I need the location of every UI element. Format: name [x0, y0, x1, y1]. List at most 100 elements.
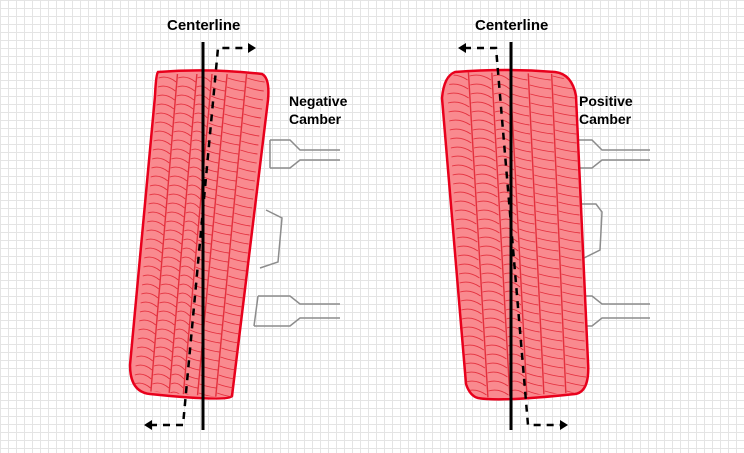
tread-sipe: [144, 247, 163, 254]
tread-sipe: [486, 362, 508, 369]
tread-sipe: [522, 291, 538, 297]
tread-sipe: [193, 293, 206, 299]
tread-sipe: [162, 256, 181, 263]
tread-groove: [168, 73, 198, 398]
tread-sipe: [215, 212, 233, 218]
tread-sipe: [523, 318, 540, 324]
tread-sipe: [493, 83, 510, 90]
tread-sipe: [484, 317, 505, 324]
tread-sipe: [541, 327, 562, 333]
tread-sipe: [531, 111, 553, 117]
tread-sipe: [218, 176, 236, 182]
tread-sipe: [461, 308, 482, 315]
tread-sipe: [504, 290, 521, 297]
tread-sipe: [144, 256, 162, 263]
tread-sipe: [470, 83, 492, 90]
tread-sipe: [173, 130, 192, 137]
tread-sipe: [244, 104, 262, 110]
tread-sipe: [564, 345, 585, 351]
tread-sipe: [146, 220, 165, 227]
tread-sipe: [521, 282, 538, 288]
tread-sipe: [216, 392, 234, 398]
tread-sipe: [204, 329, 222, 335]
tread-sipe: [185, 211, 199, 218]
tread-sipe: [175, 103, 194, 110]
tread-sipe: [185, 383, 198, 389]
tread-sipe: [553, 102, 576, 108]
tread-sipe: [231, 239, 249, 245]
tread-sipe: [209, 275, 227, 281]
tread-sipe: [157, 85, 176, 92]
tread-sipe: [519, 228, 535, 234]
tread-sipe: [153, 139, 172, 146]
tread-sipe: [462, 335, 484, 342]
tread-sipe: [532, 147, 555, 153]
tread-sipe: [457, 254, 479, 261]
tread-sipe: [461, 317, 483, 324]
tread-sipe: [511, 93, 529, 99]
tread-sipe: [556, 165, 578, 171]
tread-sipe: [227, 284, 245, 290]
tread-sipe: [518, 219, 535, 225]
tread-sipe: [542, 345, 563, 351]
tread-sipe: [166, 211, 185, 218]
tread-sipe: [175, 328, 189, 335]
tread-sipe: [554, 120, 576, 126]
arrowhead-top: [248, 43, 256, 53]
tread-sipe: [193, 121, 207, 128]
tread-sipe: [205, 320, 223, 326]
tread-sipe: [221, 140, 240, 146]
tread-sipe: [241, 131, 260, 137]
tread-sipe: [157, 319, 175, 326]
tread-sipe: [179, 283, 193, 290]
tread-sipe: [210, 95, 225, 101]
tread-sipe: [143, 265, 161, 272]
suspension-arm-upper: [269, 139, 340, 169]
tread-sipe: [155, 112, 174, 119]
tread-sipe: [142, 274, 160, 281]
tread-sipe: [239, 158, 257, 164]
tread-sipe: [149, 193, 167, 200]
tread-sipe: [535, 210, 557, 216]
tread-sipe: [173, 346, 187, 353]
tread-sipe: [138, 328, 156, 335]
tread-sipe: [555, 147, 578, 153]
tread-sipe: [224, 113, 242, 119]
tread-sipe: [222, 329, 240, 335]
tread-sipe: [524, 327, 540, 333]
tread-sipe: [565, 363, 586, 369]
tread-sipe: [203, 338, 221, 344]
tread-sipe: [523, 309, 539, 315]
tread-sipe: [208, 284, 226, 290]
tread-sipe: [234, 212, 252, 218]
tread-sipe: [233, 221, 251, 227]
tread-sipe: [235, 203, 253, 209]
tread-sipe: [455, 218, 477, 225]
tread-sipe: [176, 94, 195, 101]
tread-sipe: [187, 193, 201, 200]
tread-sipe: [238, 167, 256, 173]
tread-sipe: [447, 92, 469, 99]
tread-sipe: [247, 77, 265, 83]
tread-sipe: [149, 184, 168, 191]
arrowhead-bottom: [144, 420, 152, 430]
tread-sipe: [226, 86, 245, 92]
tread-sipe: [448, 110, 471, 117]
centerline-label: Centerline: [167, 17, 240, 34]
tread-sipe: [152, 148, 171, 155]
tread-sipe: [235, 194, 254, 200]
tread-sipe: [479, 245, 501, 252]
tread-sipe: [561, 273, 583, 279]
tread-sipe: [539, 282, 560, 288]
tread-sipe: [135, 364, 153, 371]
tread-sipe: [539, 291, 561, 297]
tread-sipe: [174, 121, 192, 128]
tread-sipe: [477, 209, 499, 216]
tread-sipe: [206, 149, 220, 155]
tread-sipe: [232, 230, 250, 236]
tread-sipe: [184, 220, 199, 227]
tread-sipe: [455, 227, 478, 234]
tread-sipe: [177, 85, 196, 92]
tread-sipe: [460, 299, 482, 306]
tread-groove: [182, 73, 213, 398]
